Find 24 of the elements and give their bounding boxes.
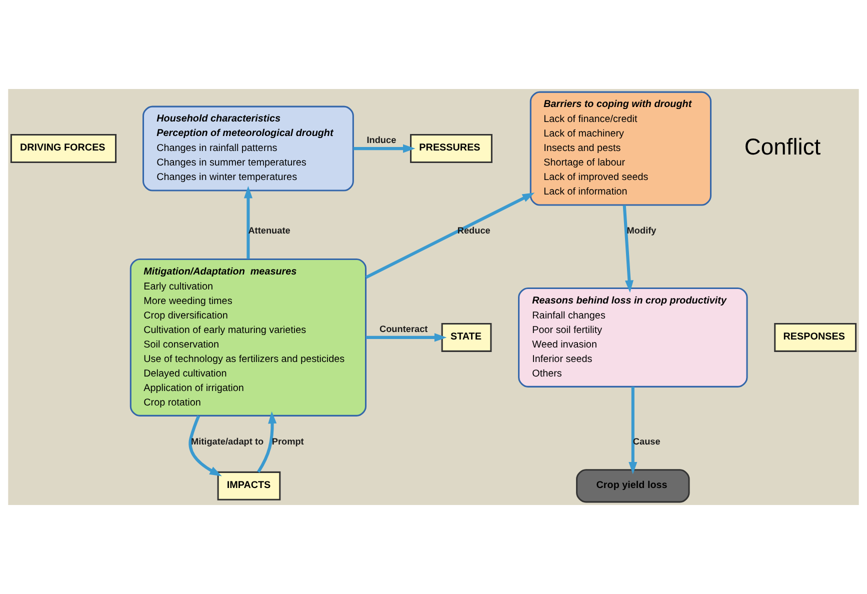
edge-label: Prompt (272, 436, 304, 446)
edge-label: Mitigate/adapt to (190, 436, 264, 446)
node-box: RESPONSES (774, 322, 857, 352)
arrow (244, 186, 252, 259)
label: Conflict (744, 133, 821, 160)
arrow (365, 192, 535, 279)
node-box: IMPACTS (217, 471, 281, 500)
edge-label: Reduce (457, 226, 490, 236)
arrow (257, 411, 277, 473)
node-box: PRESSURES (410, 134, 492, 164)
node-box: Barriers to coping with drought Lack of finance/credit Lack of machinery Insects and pests Shortage of labour Lack of improved seeds Lack of information (530, 91, 712, 206)
node-box: Reasons behind loss in crop productivity Rainfall changes Poor soil fertility Weed invasion Inferior seeds Others (518, 287, 748, 388)
edge-label: Induce (366, 134, 396, 145)
arrow (622, 205, 634, 293)
arrow (628, 386, 638, 474)
arrow (366, 333, 447, 342)
arrow (353, 144, 416, 153)
node-box: Mitigation/Adaptation measures Early cultivation More weeding times Crop diversification Cultivation of early maturing varieties Soil conservation Use of technology as fertilizers and pesticides Delayed cultivation Application of irrigation Crop rotation (130, 258, 367, 416)
arrow (188, 415, 222, 476)
edge-label: Counteract (379, 324, 428, 334)
node-box: STATE (441, 322, 492, 352)
node-box: Crop yield loss (576, 469, 690, 503)
node-box: DRIVING FORCES (10, 134, 117, 164)
node-box: Household characteristics Perception of meteorological drought Changes in rainfall patterns Changes in summer temperatures Changes in winter temperatures (142, 106, 354, 192)
